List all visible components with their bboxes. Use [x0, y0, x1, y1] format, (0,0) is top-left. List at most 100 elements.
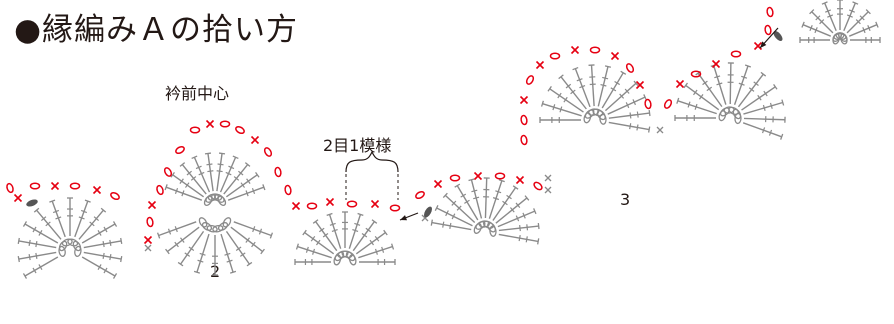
stitch-top [434, 205, 439, 211]
x-mark [535, 60, 545, 70]
stitch-top [773, 83, 778, 90]
stitch-crossbar [714, 75, 721, 79]
stitch-crossbar [525, 236, 528, 243]
stitch-crossbar [331, 229, 338, 233]
chain-oval [487, 222, 496, 233]
stitch-line [225, 230, 250, 265]
join-node [773, 31, 783, 41]
stitch-top [49, 199, 56, 203]
stitch-top [430, 219, 433, 226]
chain-oval [67, 238, 79, 247]
stitch-crossbar [753, 81, 759, 86]
stitch-crossbar [624, 88, 630, 94]
stitch-crossbar [559, 106, 563, 113]
gray-x-mark [656, 126, 664, 134]
stitch-crossbar [862, 27, 866, 34]
stitch-line [733, 65, 749, 105]
chain-circle [29, 182, 41, 190]
stitch-crossbar [602, 76, 609, 80]
stitch-line [83, 240, 122, 249]
stitch-line [743, 101, 783, 115]
stitch-top [302, 229, 307, 236]
chain-circle [346, 200, 358, 208]
stitch-top [676, 97, 680, 104]
chain-oval [732, 108, 742, 120]
stitch-crossbar [716, 82, 723, 86]
join-arrow-2-head [760, 41, 767, 48]
chain-circle [175, 145, 185, 155]
stitch-top [572, 66, 579, 71]
stitch-crossbar [322, 232, 329, 238]
stitch-crossbar [769, 102, 773, 109]
repeat-brace [345, 150, 399, 173]
stitch-line [743, 117, 785, 121]
chain-oval [74, 245, 82, 257]
stitch-crossbar [97, 264, 102, 270]
fan-unit-4 [430, 177, 540, 245]
stitch-crossbar [226, 259, 233, 263]
stitch-line [549, 88, 584, 113]
stitch-line [219, 156, 237, 193]
stitch-crossbar [89, 221, 95, 227]
stitch-crossbar [190, 176, 197, 181]
stitch-line [470, 179, 483, 219]
stitch-line [352, 221, 375, 252]
stitch-crossbar [381, 246, 385, 253]
stitch-line [590, 65, 595, 107]
stitch-line [216, 153, 223, 192]
stitch-line [83, 251, 122, 260]
chain-oval [72, 240, 82, 252]
stitch-crossbar [179, 178, 184, 184]
pickup-row-1 [6, 181, 120, 203]
stitch-top [468, 178, 475, 182]
stitch-crossbar [748, 87, 755, 92]
stitch-crossbar [502, 200, 508, 206]
stitch-crossbar [329, 222, 336, 226]
stitch-crossbar [207, 170, 214, 173]
chain-oval [201, 222, 213, 231]
stitch-top [537, 222, 540, 230]
stitch-line [497, 210, 536, 228]
chain-circle [644, 98, 652, 110]
stitch-crossbar [258, 228, 263, 235]
stitch-crossbar [32, 226, 37, 233]
chain-circle [589, 46, 601, 54]
stitch-crossbar [449, 222, 452, 229]
chain-oval [840, 33, 848, 45]
stitch-top [112, 221, 118, 227]
chain-circle [520, 114, 528, 126]
stitch-top [821, 1, 828, 5]
stitch-line [498, 225, 539, 232]
stitch-crossbar [636, 124, 639, 131]
stitch-crossbar [239, 252, 246, 257]
chain-circle [533, 181, 543, 191]
stitch-crossbar [28, 239, 31, 246]
chain-circle [764, 24, 772, 36]
pickup-marks [6, 6, 774, 245]
x-mark [92, 185, 102, 195]
stitch-top [204, 152, 212, 155]
stitch-top [84, 199, 91, 203]
stitch-top [780, 133, 784, 140]
stitch-crossbar [460, 193, 467, 198]
chain-oval [212, 224, 224, 233]
stitch-crossbar [846, 14, 853, 18]
join-node [424, 206, 432, 218]
stitch-line [542, 103, 582, 117]
stitch-crossbar [352, 229, 359, 233]
chain-circle [146, 216, 154, 228]
stitch-crossbar [374, 248, 378, 255]
stitch-top [498, 179, 505, 183]
stitch-top [33, 207, 40, 213]
chain-oval [58, 240, 68, 252]
stitch-crossbar [216, 170, 223, 173]
stitch-crossbar [819, 19, 825, 25]
chain-circle [520, 134, 528, 146]
chain-oval [596, 110, 606, 121]
chain-oval [734, 112, 742, 125]
stitch-crossbar [761, 127, 766, 134]
stitch-line [24, 223, 59, 244]
stitch-crossbar [509, 207, 515, 213]
x-mark [473, 171, 483, 181]
stitch-crossbar [174, 226, 178, 233]
